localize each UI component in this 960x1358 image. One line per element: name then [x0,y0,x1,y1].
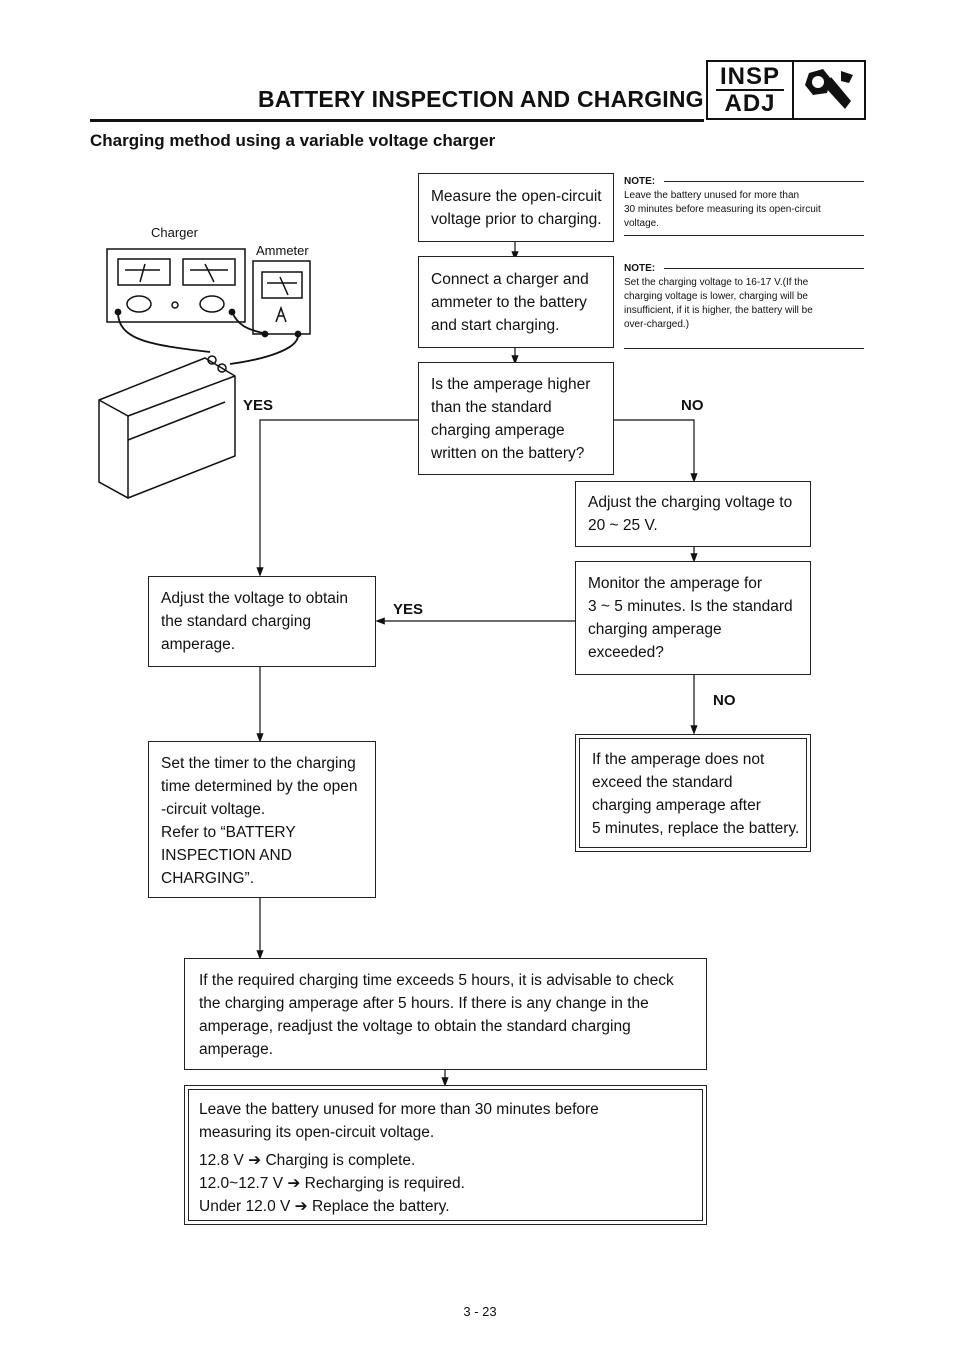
section-subtitle: Charging method using a variable voltage… [90,131,496,150]
note-line: charging voltage is lower, charging will… [624,291,808,302]
note-label: NOTE: [624,176,656,187]
wrench-nut-icon [794,62,864,118]
note-line: Set the charging voltage to 16-17 V.(If … [624,277,809,288]
charger-illustration [106,248,246,323]
step-measure: Measure the open-circuit voltage prior t… [418,173,614,242]
note-line: voltage. [624,218,660,229]
result-row: 12.8 V ➔ Charging is complete. [199,1152,416,1169]
decision-amperage-higher: Is the amperage higher than the standard… [418,362,614,475]
decision-monitor-amperage: Monitor the amperage for 3 ~ 5 minutes. … [575,561,811,675]
badge-bottom-text: ADJ [724,89,776,117]
ammeter-label: Ammeter [256,243,309,258]
battery-illustration [98,355,236,499]
note-label: NOTE: [624,263,656,274]
step-leave-and-measure: Leave the battery unused for more than 3… [184,1085,707,1225]
badge-text: INSP ADJ [708,62,794,118]
note-line: insufficient, if it is higher, the batte… [624,305,813,316]
note-charging-voltage: NOTE: Set the charging voltage to 16-17 … [624,262,864,349]
result-row: Under 12.0 V ➔ Replace the battery. [199,1198,450,1215]
step-connect: Connect a charger and ammeter to the bat… [418,256,614,348]
step-set-timer: Set the timer to the charging time deter… [148,741,376,898]
branch-yes-2: YES [393,601,424,618]
page-title: BATTERY INSPECTION AND CHARGING [258,86,704,112]
test-leads [114,308,302,365]
result-row: 12.0~12.7 V ➔ Recharging is required. [199,1175,465,1192]
badge-top-text: INSP [715,64,784,91]
page-number: 3 - 23 [463,1304,497,1319]
note-line: 30 minutes before measuring its open-cir… [624,204,821,215]
branch-yes-1: YES [243,397,274,414]
note-open-circuit: NOTE: Leave the battery unused for more … [624,175,864,236]
section-badge: INSP ADJ [706,60,866,120]
ammeter-illustration [252,260,311,335]
note-line: over-charged.) [624,319,690,330]
note-line: Leave the battery unused for more than [624,190,800,201]
charger-label: Charger [151,225,198,240]
step-replace-battery: If the amperage does not exceed the stan… [575,734,811,852]
step-check-after-5-hours: If the required charging time exceeds 5 … [184,958,707,1070]
header-rule [90,119,704,122]
step-adjust-charging-voltage: Adjust the charging voltage to 20 ~ 25 V… [575,481,811,547]
branch-no-2: NO [713,692,736,709]
branch-no-1: NO [681,397,704,414]
step-adjust-standard: Adjust the voltage to obtain the standar… [148,576,376,667]
